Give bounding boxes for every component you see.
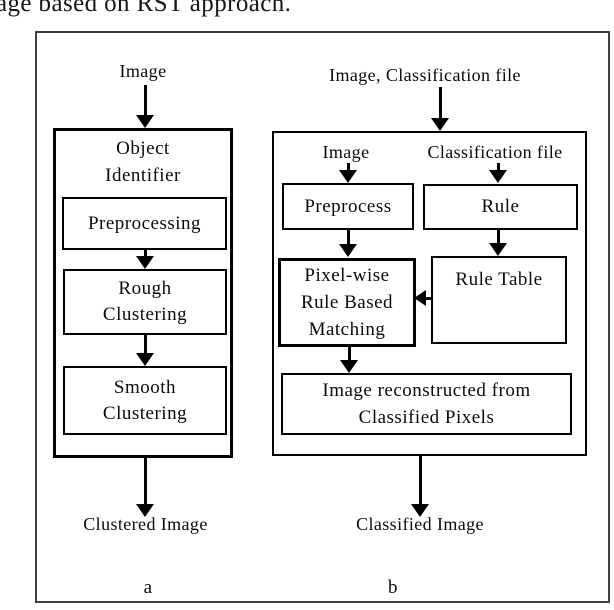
- arrow-rule-to-rule-table: [489, 230, 507, 256]
- arrow-input-to-b-container: [431, 87, 449, 131]
- arrow-stem: [347, 347, 351, 361]
- arrow-head-icon: [339, 244, 357, 257]
- arrow-stem: [346, 230, 350, 245]
- arrow-head-icon: [136, 504, 154, 517]
- label-input-b: Image, Classification file: [329, 65, 521, 85]
- label-branch-classification: Classification file: [427, 142, 563, 162]
- arrow-head-icon: [414, 290, 426, 306]
- arrow-rough-to-smooth: [136, 335, 154, 366]
- rule-table-box: Rule Table: [431, 256, 567, 344]
- preprocess-box: Preprocess: [282, 183, 414, 230]
- arrow-stem: [143, 85, 147, 116]
- arrow-stem: [143, 335, 147, 354]
- arrow-head-icon: [136, 115, 154, 128]
- arrow-input-to-object-identifier: [136, 85, 154, 128]
- pixel-wise-matching-box: Pixel-wise Rule Based Matching: [278, 258, 416, 347]
- arrow-matching-to-reconstruct: [340, 347, 358, 373]
- label-output-b: Classified Image: [356, 514, 484, 534]
- arrow-stem: [425, 296, 431, 300]
- arrow-image-to-preprocess: [339, 163, 357, 183]
- reconstructed-image-box: Image reconstructed from Classified Pixe…: [281, 373, 572, 435]
- arrow-head-icon: [136, 353, 154, 366]
- rough-clustering-box: Rough Clustering: [63, 269, 227, 335]
- arrow-object-identifier-to-output: [136, 457, 154, 517]
- arrow-head-icon: [136, 256, 154, 269]
- arrow-stem: [143, 457, 147, 505]
- arrow-b-container-to-output: [411, 455, 429, 517]
- arrow-stem: [496, 163, 500, 171]
- label-input-a: Image: [119, 61, 167, 81]
- arrow-classification-to-rule: [489, 163, 507, 183]
- arrow-rule-table-to-matching: [414, 289, 431, 307]
- arrow-head-icon: [411, 504, 429, 517]
- arrow-head-icon: [431, 118, 449, 131]
- caption-text: age based on RST approach.: [0, 0, 292, 17]
- arrow-stem: [143, 249, 147, 257]
- arrow-head-icon: [339, 170, 357, 183]
- arrow-stem: [418, 455, 422, 505]
- arrow-head-icon: [340, 360, 358, 373]
- object-identifier-title: Object Identifier: [105, 138, 181, 186]
- arrow-stem: [496, 230, 500, 244]
- arrow-preprocessing-to-rough: [136, 249, 154, 269]
- arrow-head-icon: [489, 243, 507, 256]
- arrow-stem: [346, 163, 350, 171]
- arrow-stem: [438, 87, 442, 119]
- arrow-preprocess-to-matching: [339, 230, 357, 257]
- preprocessing-box: Preprocessing: [62, 197, 227, 250]
- subfigure-tag-b: b: [388, 577, 398, 598]
- label-output-a: Clustered Image: [83, 514, 208, 534]
- rule-box: Rule: [423, 184, 578, 230]
- smooth-clustering-box: Smooth Clustering: [63, 366, 227, 435]
- subfigure-tag-a: a: [143, 577, 153, 598]
- figure-frame: [35, 31, 610, 603]
- label-branch-image: Image: [322, 142, 370, 162]
- arrow-head-icon: [489, 170, 507, 183]
